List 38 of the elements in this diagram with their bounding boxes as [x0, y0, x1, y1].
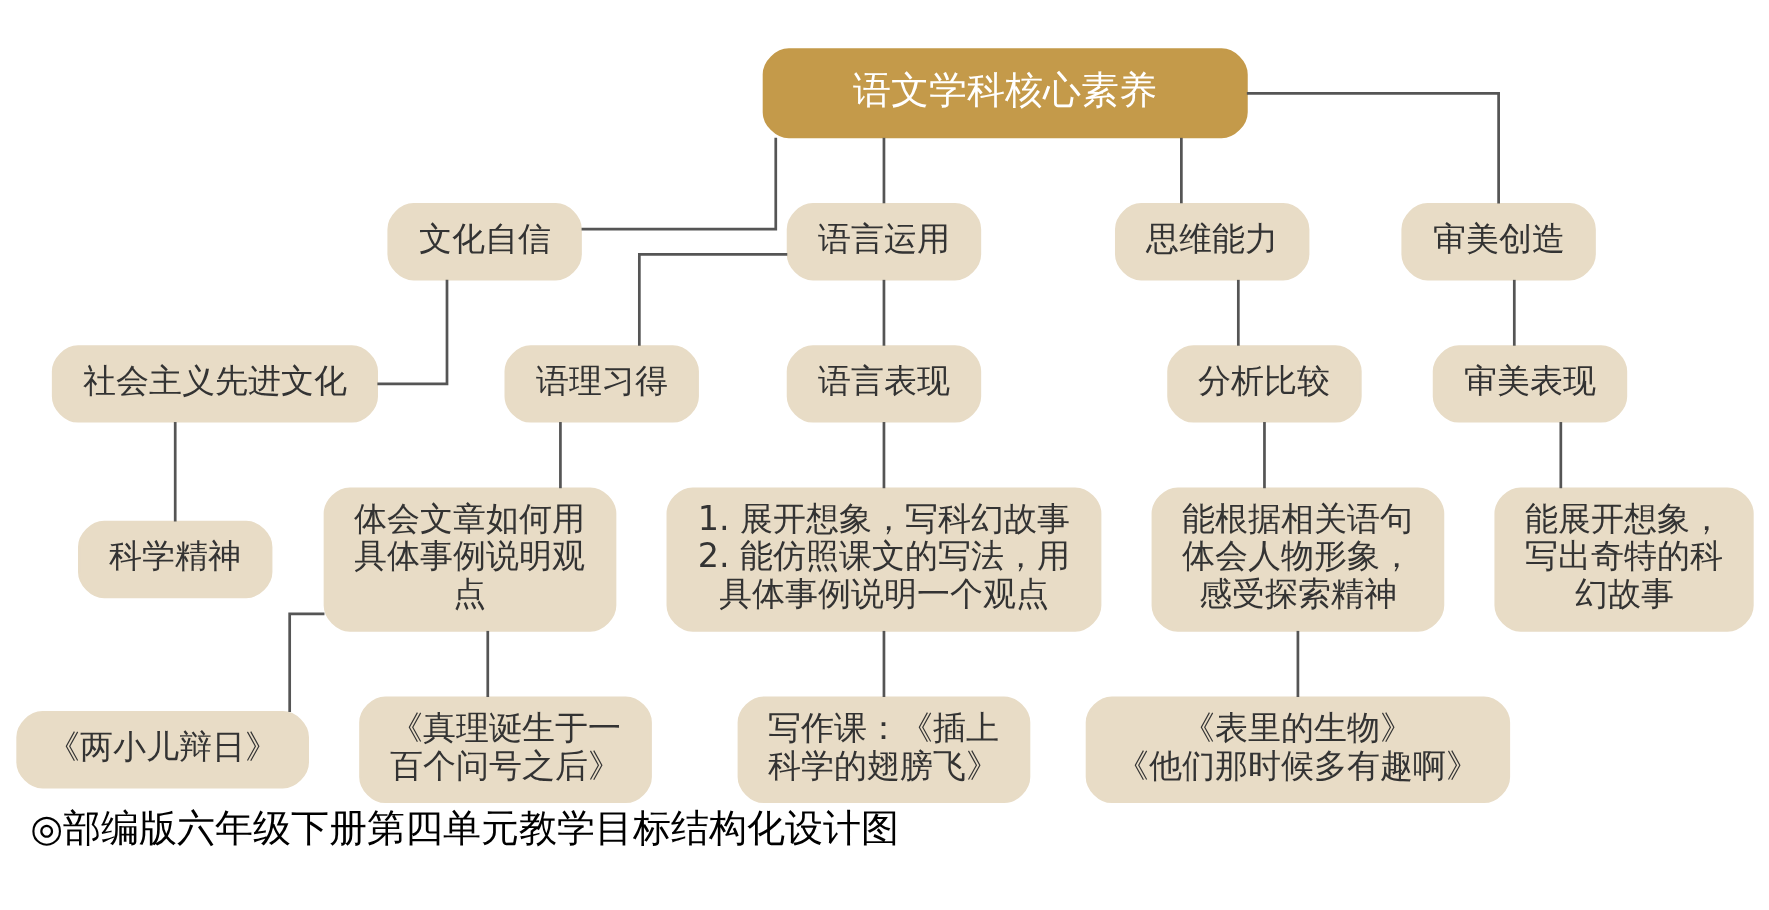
connector	[1236, 279, 1240, 346]
node-box: 能展开想象，写出奇特的科幻故事	[1493, 487, 1754, 632]
connector	[485, 630, 489, 697]
node-box: 思维能力	[1114, 203, 1309, 281]
connector	[1296, 630, 1299, 697]
connector	[882, 630, 885, 697]
connector	[882, 279, 885, 346]
connector	[173, 422, 177, 522]
connector	[1262, 422, 1266, 489]
node-box: 《表里的生物》 《他们那时候多有趣啊》	[1085, 696, 1510, 804]
connector	[376, 279, 448, 386]
connector	[1179, 137, 1183, 204]
node-box: 社会主义先进文化	[51, 345, 378, 423]
connector	[287, 612, 324, 712]
node-box: 科学精神	[77, 520, 272, 599]
node-box: 《两小儿辩日》	[15, 711, 309, 789]
node-box: 1. 展开想象，写科幻故事 2. 能仿照课文的写法，用具体事例说明一个观点	[666, 487, 1101, 632]
node-box: 文化自信	[386, 203, 582, 281]
node-box: 能根据相关语句体会人物形象，感受探索精神	[1151, 487, 1444, 632]
node-box: 语言表现	[786, 345, 981, 423]
connector	[637, 252, 787, 346]
connector	[558, 422, 562, 489]
connector	[882, 137, 885, 204]
node-box: 审美创造	[1400, 203, 1596, 281]
connector	[581, 137, 777, 231]
node-box: 审美表现	[1432, 345, 1627, 423]
caption: ◎部编版六年级下册第四单元教学目标结构化设计图	[29, 805, 899, 850]
node-box: 《真理诞生于一百个问号之后》	[358, 696, 652, 804]
node-box: 语理习得	[504, 345, 699, 423]
connector	[1558, 422, 1562, 489]
node-box: 语言运用	[786, 203, 981, 281]
node-box: 语文学科核心素养	[762, 48, 1248, 139]
connector	[882, 422, 885, 489]
connector	[1512, 279, 1516, 346]
node-box: 体会文章如何用具体事例说明观点	[323, 487, 616, 632]
node-box: 写作课：《插上科学的翅膀飞》	[737, 696, 1030, 804]
connector	[1246, 91, 1500, 204]
node-box: 分析比较	[1166, 345, 1362, 423]
